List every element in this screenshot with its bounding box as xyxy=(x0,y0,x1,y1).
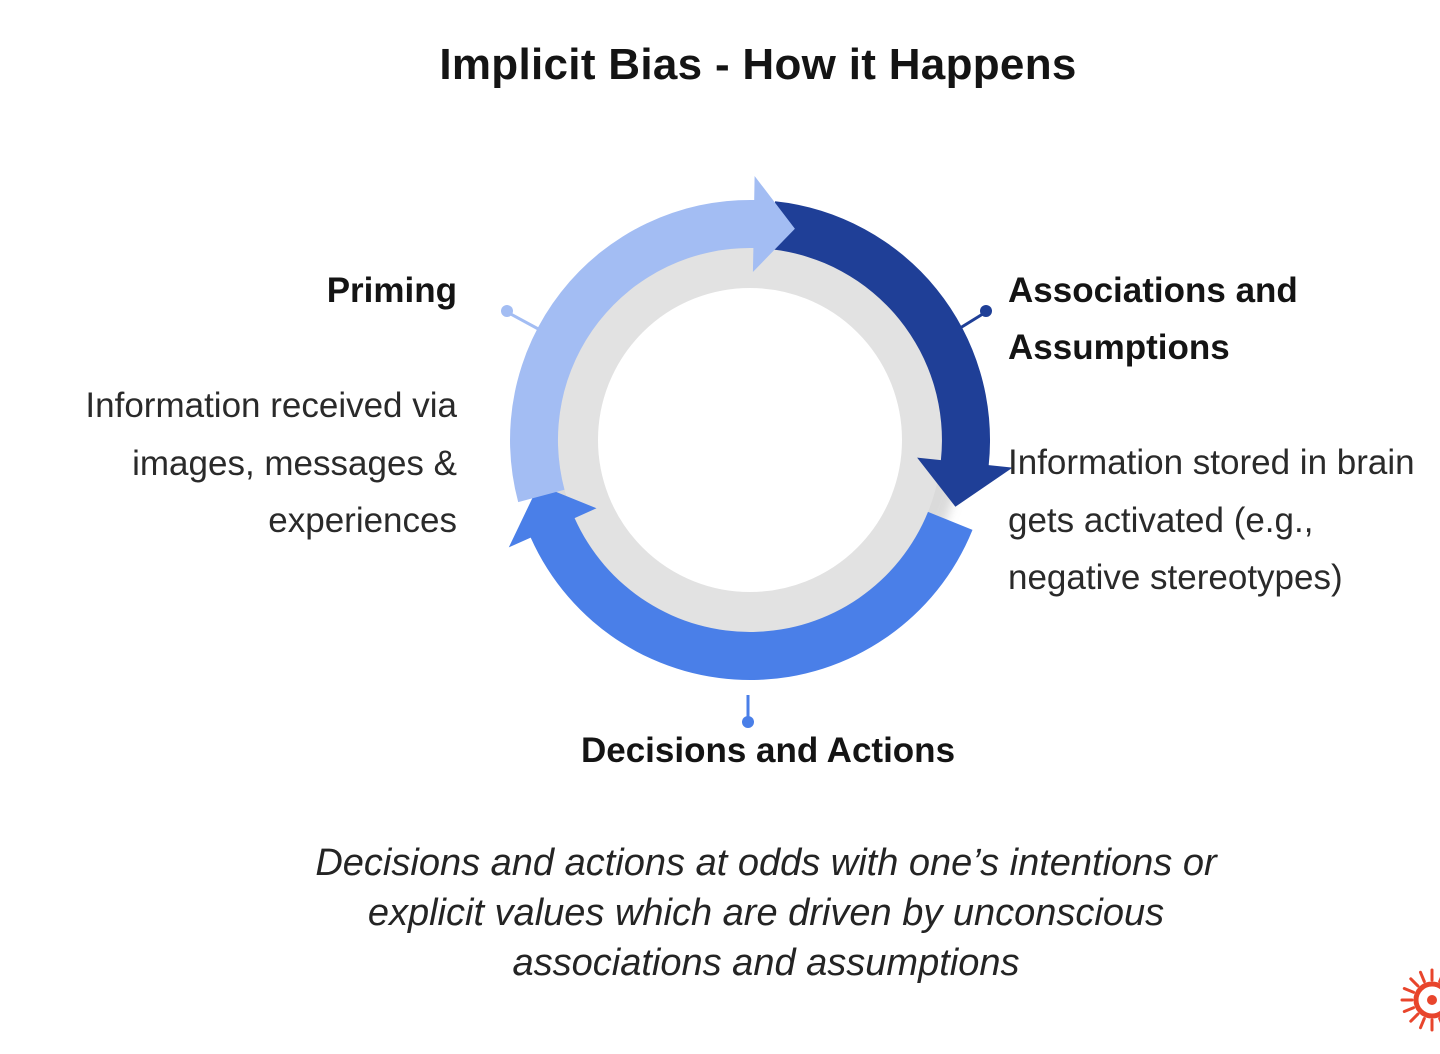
logo-ray xyxy=(1409,977,1420,988)
inner-ring xyxy=(558,248,942,632)
decisions-connector-dot xyxy=(742,716,754,728)
sun-logo-icon xyxy=(1400,968,1440,1032)
associations-title: Associations and Assumptions xyxy=(1008,271,1298,367)
decisions-title: Decisions and Actions xyxy=(580,731,956,770)
associations-description: Information stored in brain gets activat… xyxy=(1008,443,1415,597)
associations-arrow xyxy=(770,201,1013,507)
priming-connector-line xyxy=(506,310,543,333)
logo-ray xyxy=(1402,987,1415,994)
priming-connector-dot xyxy=(501,305,513,317)
priming-title: Priming xyxy=(326,271,457,310)
priming-description: Information received via images, message… xyxy=(85,386,457,540)
connectors xyxy=(501,305,992,728)
diagram-title: Implicit Bias - How it Happens xyxy=(439,40,1077,89)
priming-arrow xyxy=(510,176,795,503)
associations-connector-dot xyxy=(980,305,992,317)
logo-ray xyxy=(1419,1017,1426,1030)
logo-ray xyxy=(1419,970,1426,983)
logo-ray xyxy=(1409,1012,1420,1023)
logo-ray xyxy=(1402,1006,1415,1013)
decisions-arrow xyxy=(508,484,973,681)
summary-text: Decisions and actions at odds with one’s… xyxy=(315,842,1217,984)
